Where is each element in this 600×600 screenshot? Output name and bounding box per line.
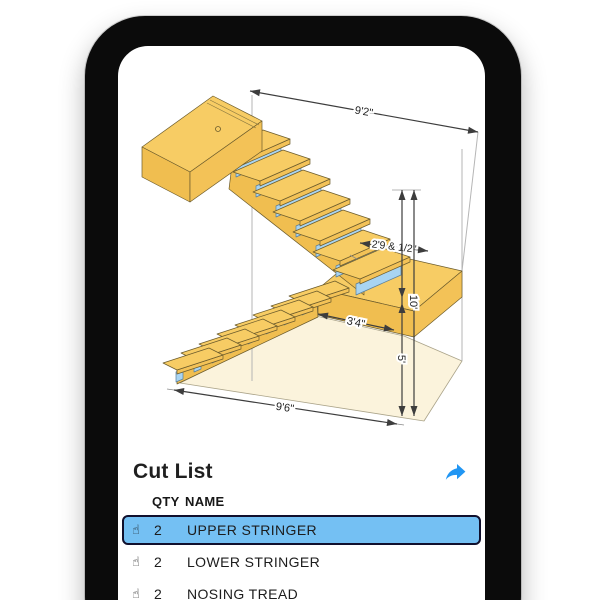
name-cell: UPPER STRINGER	[187, 522, 318, 538]
phone-screen: 9'2" 2'9 & 1/2"	[118, 46, 485, 600]
table-row-upper-stringer[interactable]: ☝ 2 UPPER STRINGER	[122, 515, 481, 545]
name-cell: NOSING TREAD	[187, 586, 299, 600]
tap-icon: ☝	[132, 522, 141, 538]
share-icon[interactable]	[441, 460, 471, 484]
cut-list-rows: ☝ 2 UPPER STRINGER ☝ 2 LOWER STRINGER ☝ …	[118, 515, 485, 600]
qty-cell: 2	[154, 554, 163, 570]
tap-icon: ☝	[132, 586, 141, 600]
table-row-lower-stringer[interactable]: ☝ 2 LOWER STRINGER	[122, 547, 481, 577]
page-title: Cut List	[133, 460, 213, 483]
phone-frame: 9'2" 2'9 & 1/2"	[85, 16, 521, 600]
tap-icon: ☝	[132, 554, 141, 570]
cut-list-section: Cut List QTY NAME ☝ 2 UPPER STRINGER	[118, 446, 485, 600]
dowel-mark	[215, 126, 221, 132]
name-cell: LOWER STRINGER	[187, 554, 321, 570]
upper-flight[interactable]	[212, 129, 411, 296]
lower-flight[interactable]	[162, 280, 350, 385]
dim-bottom-width: 9'6"	[166, 388, 405, 426]
dim-heights: 10' 5'	[393, 190, 421, 416]
name-column-header: NAME	[185, 494, 225, 509]
dim-floor-height-label: 5'	[395, 355, 407, 363]
qty-cell: 2	[154, 586, 163, 600]
cut-list-header: Cut List	[118, 446, 485, 490]
dim-top-width: 9'2"	[249, 89, 479, 134]
qty-cell: 2	[154, 522, 163, 538]
dim-top-width-label: 9'2"	[354, 104, 374, 119]
table-row-nosing-tread[interactable]: ☝ 2 NOSING TREAD	[122, 579, 481, 600]
qty-column-header: QTY	[152, 494, 180, 509]
icon-column-spacer	[130, 494, 152, 509]
upper-landing[interactable]	[141, 95, 263, 203]
dim-bottom-width-label: 9'6"	[275, 401, 295, 416]
dim-total-height-label: 10'	[407, 295, 419, 309]
stair-drawing[interactable]: 9'2" 2'9 & 1/2"	[118, 46, 485, 446]
table-header: QTY NAME	[118, 490, 485, 515]
